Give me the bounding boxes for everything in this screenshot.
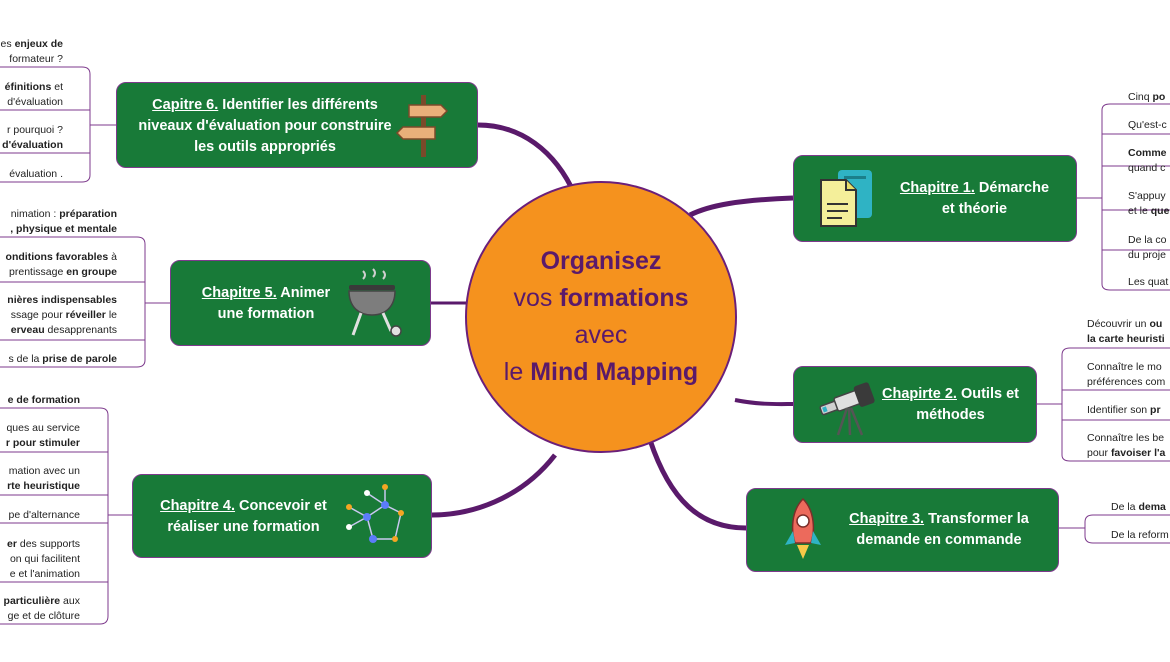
central-topic[interactable]: Organisez vos formations avec le Mind Ma… (465, 181, 737, 453)
ch6-leaf-3[interactable]: r pourquoi ?d'évaluation (2, 124, 63, 151)
chapter-6-link[interactable]: Capitre 6. (152, 97, 219, 113)
chapter-5-link[interactable]: Chapitre 5. (201, 285, 277, 301)
rocket-icon (783, 497, 823, 570)
chapter-2-node[interactable]: Chapirte 2. Outils et méthodes (793, 366, 1037, 443)
ch5-leaf-1[interactable]: nimation : préparation, physique et ment… (10, 208, 117, 235)
chapter-1-title: Chapitre 1. Démarche et théorie (899, 180, 1050, 217)
branch-ch1 (688, 195, 794, 218)
network-icon (339, 483, 409, 558)
central-line-1: Organisez (540, 247, 662, 275)
ch5-leaf-4[interactable]: s de la prise de parole (8, 353, 117, 365)
chapter-5-node[interactable]: Chapitre 5. Animer une formation (170, 260, 431, 346)
ch6-leaf-4[interactable]: évaluation . (9, 168, 63, 180)
ch3-leaf-2[interactable]: De la reform (1111, 529, 1169, 541)
signpost-icon (395, 93, 451, 166)
branch-ch6 (477, 122, 578, 197)
central-line-3: avec (574, 321, 628, 349)
chapter-3-link[interactable]: Chapitre 3. (849, 511, 925, 527)
chapter-6-title: Capitre 6. Identifier les différents niv… (138, 97, 392, 155)
telescope-icon (814, 375, 880, 444)
ch2-leaf-3[interactable]: Identifier son pr (1087, 404, 1161, 416)
chapter-2-link[interactable]: Chapirte 2. (882, 386, 957, 402)
documents-icon (816, 166, 882, 239)
chapter-1-node[interactable]: Chapitre 1. Démarche et théorie (793, 155, 1077, 242)
chapter-3-node[interactable]: Chapitre 3. Transformer la demande en co… (746, 488, 1059, 572)
central-line-4: le Mind Mapping (503, 358, 699, 386)
ch4-leaf-4[interactable]: pe d'alternance (8, 509, 80, 521)
ch6-leaf-1[interactable]: es enjeux de formateur ? (0, 38, 63, 65)
chapter-4-link[interactable]: Chapitre 4. (160, 498, 236, 514)
ch2-leaf-lines (1036, 347, 1170, 462)
chapter-1-link[interactable]: Chapitre 1. (899, 180, 975, 196)
ch4-leaf-lines (0, 407, 132, 625)
chapter-5-title: Chapitre 5. Animer une formation (201, 285, 331, 322)
chapter-4-title: Chapitre 4. Concevoir et réaliser une fo… (160, 498, 327, 535)
ch3-leaf-1[interactable]: De la dema (1111, 501, 1166, 513)
ch1-leaf-lines (1077, 103, 1170, 291)
chapter-2-title: Chapirte 2. Outils et méthodes (882, 386, 1019, 423)
ch1-leaf-6[interactable]: Les quat (1128, 276, 1169, 288)
branch-ch3 (647, 439, 747, 531)
ch6-leaf-lines (0, 66, 116, 183)
branch-ch2 (734, 398, 794, 407)
ch5-leaf-lines (0, 236, 170, 368)
central-line-2: vos formations (513, 284, 689, 312)
chapter-3-title: Chapitre 3. Transformer la demande en co… (849, 511, 1029, 548)
branch-ch4 (431, 453, 557, 518)
barbecue-icon (343, 267, 407, 346)
ch3-leaf-lines (1058, 514, 1170, 544)
ch1-leaf-2[interactable]: Qu'est-c (1128, 119, 1167, 131)
chapter-6-node[interactable]: Capitre 6. Identifier les différents niv… (116, 82, 478, 168)
chapter-4-node[interactable]: Chapitre 4. Concevoir et réaliser une fo… (132, 474, 432, 558)
ch4-leaf-1[interactable]: e de formation (7, 394, 80, 406)
ch1-leaf-1[interactable]: Cinq po (1128, 91, 1166, 103)
